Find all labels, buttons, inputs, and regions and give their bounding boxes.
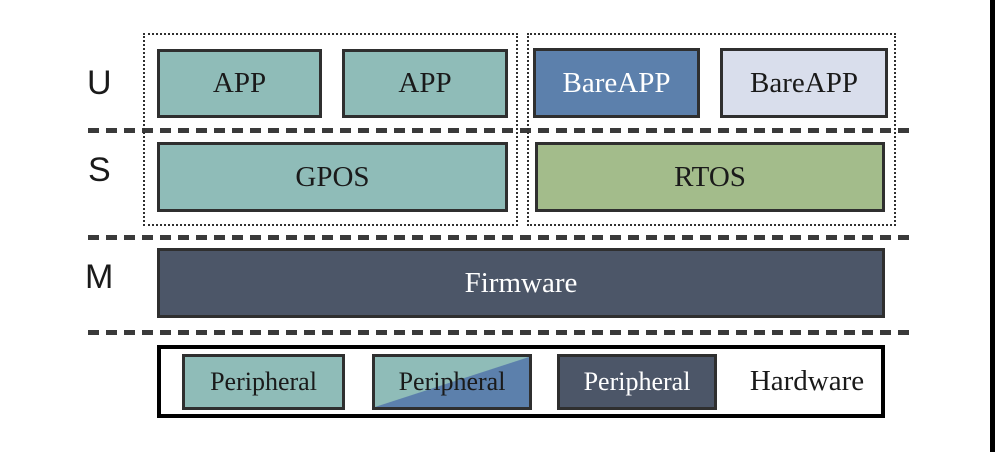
peripheral-box-2-label: Peripheral (398, 367, 506, 396)
page-edge-line (990, 0, 995, 452)
hardware-container: Peripheral Peripheral Peripheral Hardwar… (157, 345, 885, 418)
peripheral-box-3-label: Peripheral (583, 367, 691, 396)
bareapp-box-1: BareAPP (533, 48, 700, 118)
dotted-group-rtos-stack (527, 33, 896, 226)
bareapp-box-1-label: BareAPP (562, 66, 671, 99)
row-label-user: U (87, 64, 112, 102)
firmware-box-label: Firmware (464, 266, 578, 299)
app-box-2-label: APP (398, 67, 452, 99)
bareapp-box-2: BareAPP (720, 48, 888, 118)
rtos-box: RTOS (535, 142, 885, 212)
app-box-1-label: APP (212, 67, 267, 99)
rtos-box-label: RTOS (674, 160, 746, 193)
hardware-label: Hardware (749, 365, 865, 397)
app-box-2: APP (342, 49, 508, 118)
firmware-box: Firmware (157, 248, 885, 318)
gpos-box-label: GPOS (295, 160, 370, 193)
row-label-system: S (88, 151, 111, 189)
app-box-1: APP (157, 49, 322, 118)
dashed-separator-s-m (88, 235, 910, 240)
gpos-box: GPOS (157, 142, 508, 212)
peripheral-box-1: Peripheral (182, 354, 345, 410)
row-label-machine: M (85, 258, 114, 296)
dashed-separator-m-hw (88, 330, 910, 335)
peripheral-box-1-label: Peripheral (210, 367, 317, 396)
bareapp-box-2-label: BareAPP (750, 66, 858, 99)
peripheral-box-3: Peripheral (557, 354, 717, 410)
peripheral-box-2: Peripheral (372, 354, 532, 410)
dashed-separator-u-s (88, 128, 910, 133)
dotted-group-gpos-stack (143, 33, 518, 226)
